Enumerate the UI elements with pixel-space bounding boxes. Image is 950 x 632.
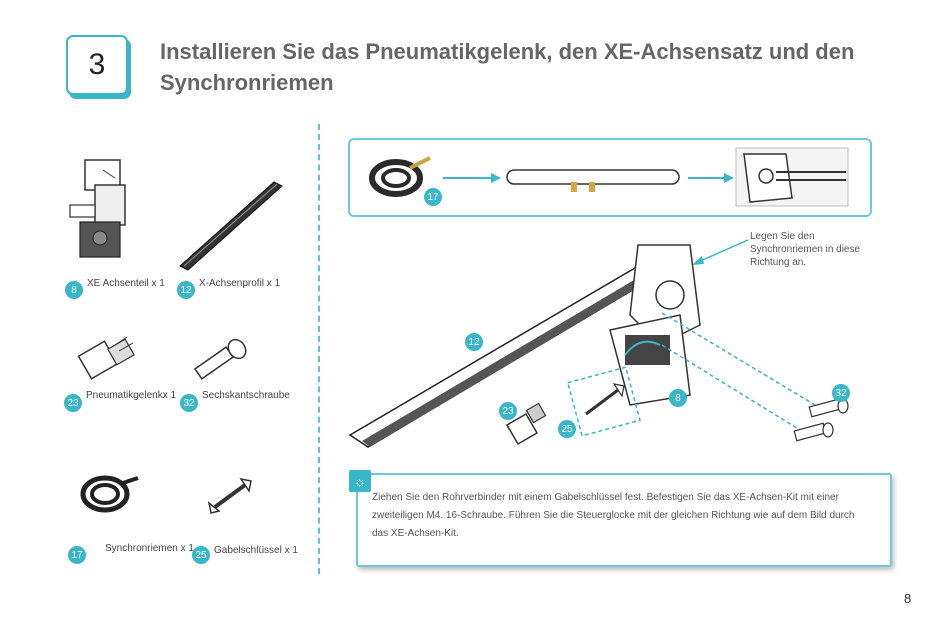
assembly-screws-illustration bbox=[661, 312, 849, 442]
hex-screw-illustration bbox=[193, 338, 247, 380]
assembly-badge-12: 12 bbox=[465, 333, 483, 351]
part-label-x-axis-profile: X-Achsenprofil x 1 bbox=[199, 278, 281, 289]
assembly-badge-8: 8 bbox=[669, 389, 687, 407]
part-badge-25: 25 bbox=[192, 546, 210, 564]
part-badge-12: 12 bbox=[177, 281, 195, 299]
part-label-hex-screw: Sechskantschraube bbox=[202, 390, 290, 401]
part-label-pneumatic-joint: Pneumatikgelenkx 1 bbox=[86, 390, 177, 401]
title-line-1: Installieren Sie das Pneumatikgelenk, de… bbox=[160, 39, 855, 64]
x-axis-profile-illustration bbox=[179, 181, 283, 271]
assembly-badge-25: 25 bbox=[558, 420, 576, 438]
part-badge-32: 32 bbox=[180, 394, 198, 412]
part-badge-8: 8 bbox=[65, 281, 83, 299]
title-line-2: Synchronriemen bbox=[160, 70, 334, 95]
flow-arrow-1 bbox=[443, 173, 501, 183]
step-number: 3 bbox=[88, 48, 106, 81]
belt-direction-callout: Legen Sie den Synchronriemen in diese Ri… bbox=[750, 231, 861, 268]
belt-coil-illustration bbox=[369, 156, 431, 197]
xe-axis-part-illustration bbox=[69, 159, 126, 258]
assembly-illustration bbox=[348, 244, 701, 448]
pneumatic-joint-illustration bbox=[77, 336, 135, 380]
part-badge-23: 23 bbox=[64, 394, 82, 412]
belt-loop-illustration bbox=[506, 169, 680, 192]
assembly-badge-23: 23 bbox=[499, 402, 517, 420]
assembly-badge-32: 32 bbox=[832, 384, 850, 402]
part-badge-17: 17 bbox=[68, 546, 86, 564]
page-number: 8 bbox=[904, 591, 912, 606]
part-label-timing-belt: Synchronriemen x 1 bbox=[105, 543, 194, 554]
tip-note-box: ☼ Ziehen Sie den Rohrverbinder mit einem… bbox=[349, 470, 892, 567]
assembly-wrench-illustration bbox=[566, 366, 641, 437]
step-number-box: 3 bbox=[66, 35, 128, 95]
part-label-wrench: Gabelschlüssel x 1 bbox=[214, 545, 298, 556]
page-title: Installieren Sie das Pneumatikgelenk, de… bbox=[160, 36, 930, 98]
top-badge-17: 17 bbox=[424, 188, 442, 206]
tip-note-text: Ziehen Sie den Rohrverbinder mit einem G… bbox=[372, 492, 855, 539]
callout-arrow bbox=[692, 239, 749, 265]
part-label-xe-axis: XE Achsenteil x 1 bbox=[87, 278, 165, 289]
wrench-illustration bbox=[207, 477, 252, 514]
column-divider bbox=[318, 124, 320, 574]
flow-arrow-2 bbox=[688, 173, 734, 183]
lightbulb-icon: ☼ bbox=[349, 470, 371, 492]
belt-installed-illustration bbox=[735, 147, 849, 207]
assembly-joint-illustration bbox=[505, 402, 547, 446]
timing-belt-illustration bbox=[80, 475, 139, 513]
